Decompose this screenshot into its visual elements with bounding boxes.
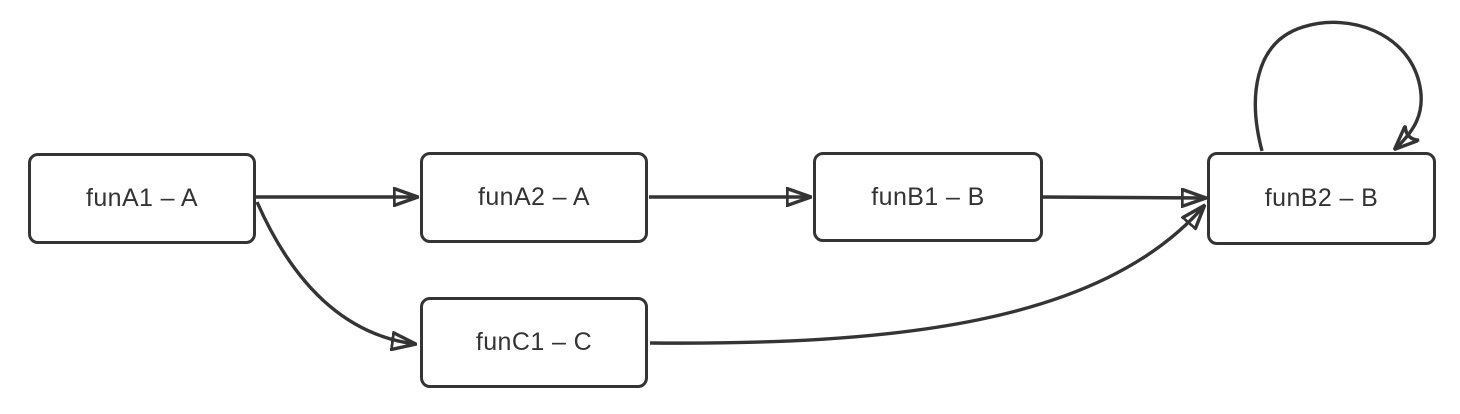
- edge-funA1-to-funC1: [255, 201, 415, 344]
- edge-funC1-to-funB2: [649, 206, 1204, 345]
- node-funC1: funC1 – C: [420, 297, 648, 388]
- node-funB2: funB2 – B: [1207, 152, 1436, 245]
- node-funB2-label: funB2 – B: [1264, 184, 1379, 212]
- node-funB1-label: funB1 – B: [871, 182, 985, 211]
- node-funA2-label: funA2 – A: [477, 183, 591, 211]
- node-funA2: funA2 – A: [420, 152, 648, 243]
- node-funA1: funA1 – A: [28, 153, 256, 244]
- edge-funB2-self-loop: [1253, 20, 1423, 151]
- edge-funB1-to-funB2: [1042, 197, 1205, 198]
- node-funB1: funB1 – B: [813, 152, 1043, 242]
- node-funC1-label: funC1 – C: [475, 328, 593, 356]
- node-funA1-label: funA1 – A: [85, 184, 199, 212]
